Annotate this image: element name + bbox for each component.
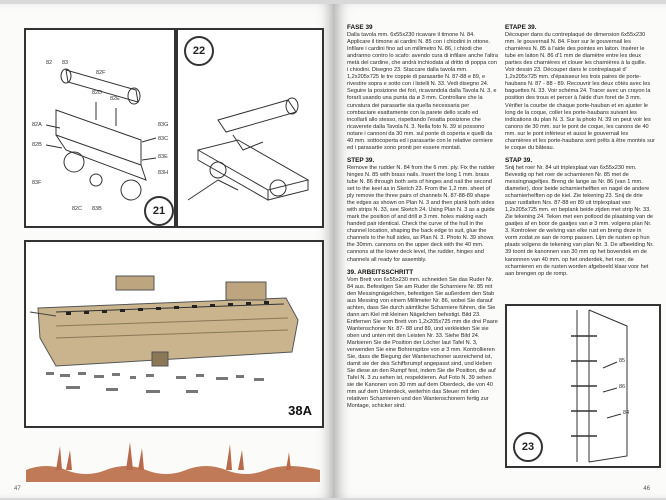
part-label: 82C [72, 206, 83, 212]
part-label: 83G [158, 122, 169, 128]
section-heading: ETAPE 39. [505, 24, 537, 31]
part-label: 85 [619, 358, 626, 364]
part-label: 82B [32, 142, 42, 148]
rudder-hinge-drawing [571, 309, 628, 463]
part-label: 83E [158, 154, 168, 160]
part-label: 83F [32, 180, 42, 186]
cannon-on-carriage-drawing [187, 97, 310, 201]
section-heading: FASE 39 [347, 24, 373, 31]
section-body: Vom Brett von 6x55x230 mm. schneiden Sie… [347, 276, 498, 410]
figure-23: 85 86 84 23 [505, 304, 661, 468]
figure-21: 82 83 82F 82D 82E 82A 82B 83G 83C 83E 82… [24, 28, 176, 228]
decorative-ships-banner [26, 442, 320, 482]
figure-number: 21 [144, 196, 174, 226]
ship-hull-model-photo [29, 275, 299, 393]
section-heading: STAP 39. [505, 156, 533, 164]
part-label: 82E [110, 96, 120, 102]
section-body: Remove the rudder N. 84 from the 6 mm. p… [347, 164, 495, 263]
part-label: 82D [92, 90, 103, 96]
figure-38a-photo: 38A [24, 240, 324, 428]
cannon-carriage-drawing [45, 68, 157, 201]
text-column-2: ETAPE 39. Découper dans du contreplaqué … [505, 24, 655, 283]
part-label: 83C [158, 136, 169, 142]
section-heading: STEP 39. [347, 156, 375, 164]
part-label: 82 [46, 60, 53, 66]
part-label: 86 [619, 384, 626, 390]
section-body: Découper dans du contreplaqué de dimensi… [505, 32, 655, 151]
section-body: Dalla tavola mm. 6x55x230 ricavare il ti… [347, 32, 498, 151]
figure-number: 22 [184, 36, 214, 66]
part-label: 83 [62, 60, 69, 66]
cannon-row-upper [66, 301, 269, 315]
section-heading: 39. ARBEITSSCHRITT [347, 268, 414, 276]
loose-parts [46, 372, 264, 393]
part-label: 82F [96, 70, 106, 76]
right-page: FASE 39 Dalla tavola mm. 6x55x230 ricava… [333, 4, 666, 498]
part-label: 84 [623, 410, 630, 416]
section-body: Snij het roer Nr. 84 uit triplexplaat va… [505, 164, 654, 277]
figure-number: 38A [288, 403, 312, 418]
part-label: 83H [158, 170, 169, 176]
part-label: 82A [32, 122, 42, 128]
page-number: 46 [643, 486, 650, 492]
left-page: 82 83 82F 82D 82E 82A 82B 83G 83C 83E 82… [0, 4, 333, 498]
page-number: 47 [14, 486, 21, 492]
part-label: 83B [92, 206, 102, 212]
figure-22: 22 [176, 28, 324, 228]
figure-number: 23 [513, 432, 543, 462]
text-column-1: FASE 39 Dalla tavola mm. 6x55x230 ricava… [347, 24, 499, 415]
